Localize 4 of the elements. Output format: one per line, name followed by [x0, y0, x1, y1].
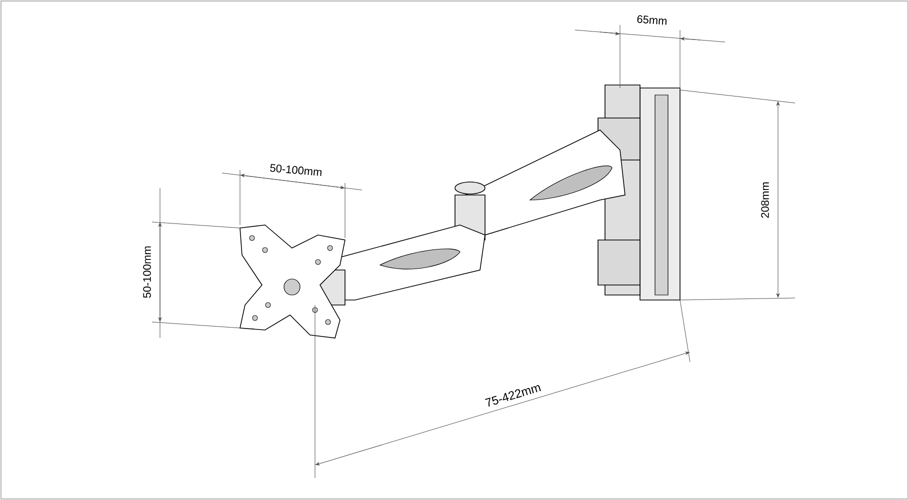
dimension-label: 208mm: [761, 182, 769, 218]
dimension-label: 65mm: [637, 15, 667, 25]
dimension-label: 50-100mm: [270, 164, 322, 176]
dimension-label: 50-100mm: [143, 246, 151, 298]
